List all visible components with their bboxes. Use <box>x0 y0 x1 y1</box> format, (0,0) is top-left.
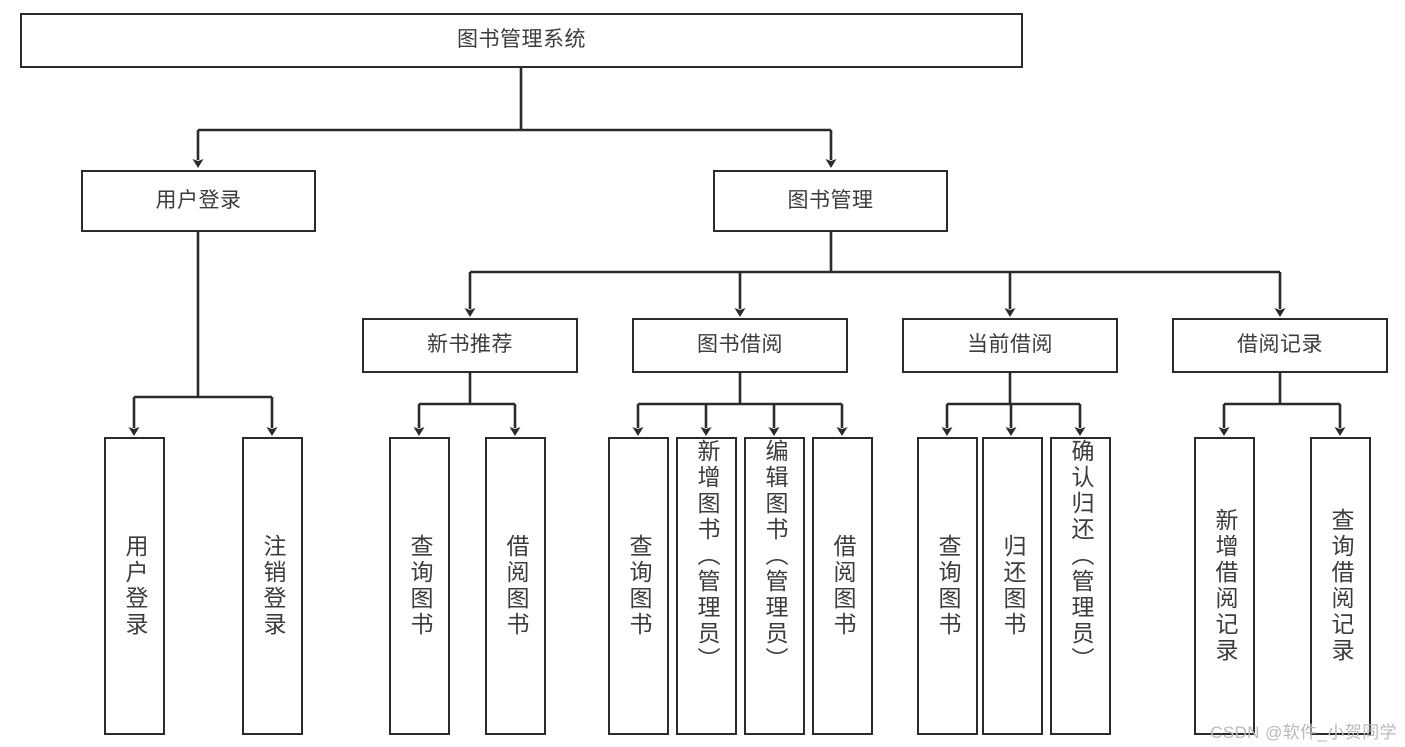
node-borrow-record[interactable]: 借阅记录 <box>1172 318 1388 373</box>
node-current-borrow[interactable]: 当前借阅 <box>902 318 1118 373</box>
node-leaf-borrow-book-1[interactable]: 借阅图书 <box>485 437 546 735</box>
node-leaf-borrow-book-2-label: 借阅图书 <box>830 534 856 638</box>
node-leaf-add-book[interactable]: 新增图书（管理员） <box>676 437 737 735</box>
node-leaf-query-book-3-label: 查询图书 <box>935 534 961 638</box>
node-book-borrow[interactable]: 图书借阅 <box>632 318 848 373</box>
node-new-book-recommend-label: 新书推荐 <box>427 333 513 357</box>
node-leaf-query-book-3[interactable]: 查询图书 <box>917 437 978 735</box>
node-leaf-query-book-2[interactable]: 查询图书 <box>608 437 669 735</box>
node-leaf-confirm-return[interactable]: 确认归还（管理员） <box>1050 437 1111 735</box>
node-leaf-logout-login[interactable]: 注销登录 <box>242 437 303 735</box>
node-current-borrow-label: 当前借阅 <box>967 333 1053 357</box>
node-leaf-query-record-label: 查询借阅记录 <box>1328 508 1354 664</box>
node-book-management[interactable]: 图书管理 <box>713 170 948 232</box>
node-leaf-query-book-2-label: 查询图书 <box>626 534 652 638</box>
node-book-management-label: 图书管理 <box>787 188 874 212</box>
node-book-borrow-label: 图书借阅 <box>697 333 783 357</box>
node-leaf-add-record[interactable]: 新增借阅记录 <box>1194 437 1255 735</box>
node-leaf-query-book-1-label: 查询图书 <box>407 534 433 638</box>
node-leaf-borrow-book-2[interactable]: 借阅图书 <box>812 437 873 735</box>
node-leaf-add-record-label: 新增借阅记录 <box>1212 508 1238 664</box>
node-leaf-edit-book[interactable]: 编辑图书（管理员） <box>744 437 805 735</box>
node-user-login-label: 用户登录 <box>155 188 242 212</box>
node-leaf-query-book-1[interactable]: 查询图书 <box>389 437 450 735</box>
node-borrow-record-label: 借阅记录 <box>1237 333 1323 357</box>
node-leaf-confirm-return-label: 确认归还（管理员） <box>1068 439 1094 673</box>
node-leaf-user-login[interactable]: 用户登录 <box>104 437 165 735</box>
node-leaf-logout-login-label: 注销登录 <box>260 534 286 638</box>
node-leaf-return-book-label: 归还图书 <box>1000 534 1026 638</box>
node-leaf-edit-book-label: 编辑图书（管理员） <box>762 439 788 673</box>
node-leaf-query-record[interactable]: 查询借阅记录 <box>1310 437 1371 735</box>
node-root-system[interactable]: 图书管理系统 <box>20 13 1023 68</box>
node-new-book-recommend[interactable]: 新书推荐 <box>362 318 578 373</box>
node-root-system-label: 图书管理系统 <box>457 28 586 52</box>
node-leaf-user-login-label: 用户登录 <box>122 534 148 638</box>
node-leaf-add-book-label: 新增图书（管理员） <box>694 439 720 673</box>
node-leaf-borrow-book-1-label: 借阅图书 <box>503 534 529 638</box>
node-user-login[interactable]: 用户登录 <box>81 170 316 232</box>
node-leaf-return-book[interactable]: 归还图书 <box>982 437 1043 735</box>
csdn-watermark: CSDN @软件_小贺同学 <box>1210 723 1397 742</box>
